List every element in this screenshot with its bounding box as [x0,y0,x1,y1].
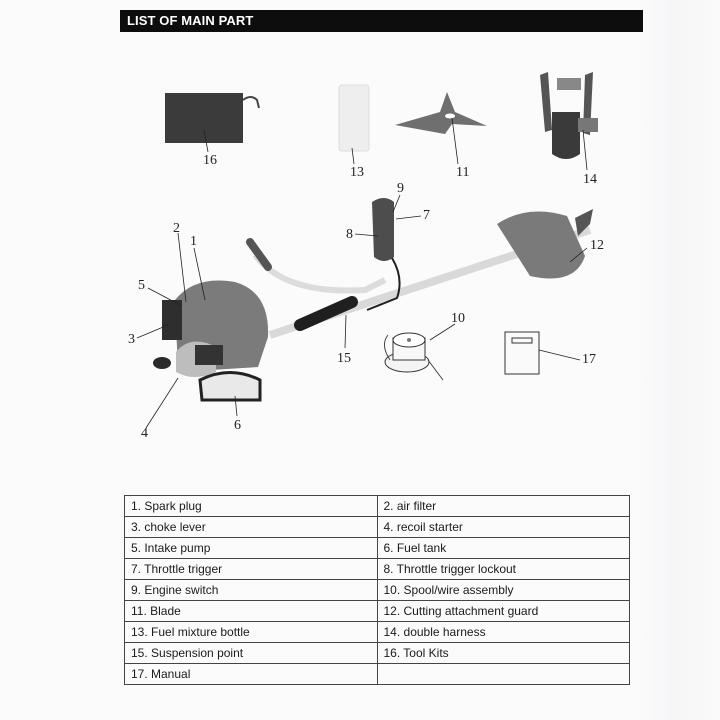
part-cell: 1. Spark plug [124,495,378,517]
callout-15: 15 [337,351,351,366]
callout-6: 6 [234,418,241,433]
engine-icon [153,280,269,402]
callout-16: 16 [203,153,217,168]
manual-icon [504,331,540,375]
callout-2: 2 [173,221,180,236]
callout-leader-lines [136,194,588,429]
table-row: 1. Spark plug 2. air filter [124,495,630,517]
cutting-guard-icon [497,209,593,279]
parts-drawing [136,72,598,429]
parts-list-table: 1. Spark plug 2. air filter 3. choke lev… [124,495,630,685]
part-cell: 14. double harness [376,621,630,643]
part-cell: 7. Throttle trigger [124,558,378,580]
table-row: 13. Fuel mixture bottle 14. double harne… [124,621,630,643]
table-row: 17. Manual [124,663,630,685]
callout-1: 1 [190,234,197,249]
tool-kit-bag-icon [165,93,260,153]
fuel-bottle-icon [338,84,370,165]
callout-4: 4 [141,426,148,441]
part-cell: 3. choke lever [124,516,378,538]
part-cell: 12. Cutting attachment guard [376,600,630,622]
callout-7: 7 [423,208,430,223]
page-edge-shadow [640,0,720,720]
callout-10: 10 [451,311,465,326]
harness-icon [540,72,598,171]
part-cell: 11. Blade [124,600,378,622]
part-cell: 2. air filter [376,495,630,517]
callout-17: 17 [582,352,596,367]
spool-icon [384,332,444,381]
callout-12: 12 [590,238,604,253]
trimmer-shaft-icon [246,198,592,339]
table-row: 5. Intake pump 6. Fuel tank [124,537,630,559]
callout-14: 14 [583,172,597,187]
part-cell: 9. Engine switch [124,579,378,601]
part-cell-empty [376,663,630,685]
callout-8: 8 [346,227,353,242]
callout-3: 3 [128,332,135,347]
table-row: 11. Blade 12. Cutting attachment guard [124,600,630,622]
part-cell: 17. Manual [124,663,378,685]
part-cell: 15. Suspension point [124,642,378,664]
table-row: 3. choke lever 4. recoil starter [124,516,630,538]
callout-5: 5 [138,278,145,293]
table-row: 7. Throttle trigger 8. Throttle trigger … [124,558,630,580]
part-cell: 13. Fuel mixture bottle [124,621,378,643]
blade-icon [395,92,487,165]
section-header: LIST OF MAIN PART [120,10,643,32]
part-cell: 5. Intake pump [124,537,378,559]
callout-13: 13 [350,165,364,180]
callout-9: 9 [397,181,404,196]
part-cell: 4. recoil starter [376,516,630,538]
part-cell: 10. Spool/wire assembly [376,579,630,601]
table-row: 15. Suspension point 16. Tool Kits [124,642,630,664]
part-cell: 16. Tool Kits [376,642,630,664]
section-title: LIST OF MAIN PART [127,13,254,28]
part-cell: 6. Fuel tank [376,537,630,559]
part-cell: 8. Throttle trigger lockout [376,558,630,580]
parts-illustration: 16 13 11 14 9 7 8 2 1 12 5 10 3 15 17 6 … [128,72,604,441]
callout-11: 11 [456,165,470,180]
table-row: 9. Engine switch 10. Spool/wire assembly [124,579,630,601]
